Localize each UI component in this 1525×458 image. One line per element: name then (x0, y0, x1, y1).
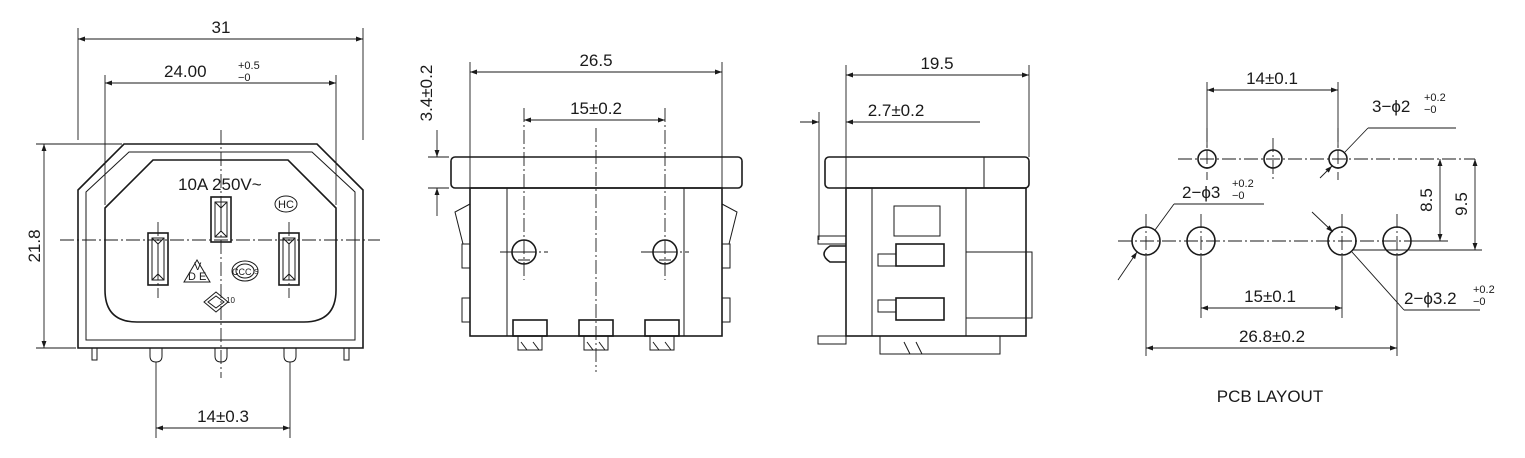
leader-large-hole (1311, 211, 1334, 233)
ccc-mark: CCC S (231, 260, 259, 282)
vde-mark: V D E (183, 259, 211, 283)
pcb-layout-caption: PCB LAYOUT (1217, 387, 1323, 406)
end-latch (823, 245, 846, 263)
ccc-text: CCC (232, 267, 252, 277)
front-view: 10A 250V~ HC V D E CCC S 10 31 24.00 (25, 18, 380, 438)
dim-width-inner-tol-minus: −0 (238, 72, 251, 84)
side-flange (450, 156, 743, 189)
mount-tab-left (91, 347, 98, 361)
dim-width-inner-tol-plus: +0.5 (238, 60, 260, 72)
pcb-mid-hole-tol-minus: −0 (1232, 190, 1245, 202)
dim-pcb-14-label: 14±0.1 (1246, 69, 1298, 88)
dim-pcb-15-label: 15±0.1 (1244, 287, 1296, 306)
end-view: 19.5 2.7±0.2 (800, 54, 1033, 355)
vde-d: D (188, 271, 196, 283)
end-terminal-top (895, 243, 945, 267)
leader-mid-hole (1154, 203, 1175, 231)
front-body-outline (77, 143, 364, 349)
dim-height-label: 21.8 (25, 229, 44, 262)
vde-e: E (199, 271, 206, 283)
end-body (845, 187, 1027, 337)
pcb-large-hole-tol-plus: +0.2 (1473, 284, 1495, 296)
cqc-mark: 10 (203, 291, 235, 313)
side-latch-right (721, 203, 738, 245)
end-pin (817, 335, 847, 345)
dim-end-flange-label: 2.7±0.2 (868, 101, 925, 120)
dim-pcb-26-label: 26.8±0.2 (1239, 327, 1305, 346)
ccc-s: S (254, 269, 259, 276)
end-bottom-terminal (879, 335, 1001, 355)
socket-recess (104, 159, 337, 323)
side-view: 26.5 15±0.2 3.4±0.2 (417, 51, 743, 372)
pin-left (149, 348, 163, 363)
pcb-hole-large-1 (1327, 226, 1357, 256)
end-flange (824, 156, 1030, 189)
cqc-text: 10 (226, 296, 235, 305)
pcb-small-hole-tol-plus: +0.2 (1424, 92, 1446, 104)
pcb-layout: 14±0.1 3−ϕ2 +0.2 −0 2−ϕ3 +0.2 −0 2−ϕ3.2 … (1117, 69, 1495, 406)
pcb-mid-hole-tol-plus: +0.2 (1232, 178, 1254, 190)
pcb-hole-small-1 (1197, 149, 1217, 169)
dim-end-depth-label: 19.5 (920, 54, 953, 73)
end-terminal-bottom (895, 297, 945, 321)
pcb-mid-hole-label: 2−ϕ3 (1182, 183, 1220, 202)
side-latch-left (454, 203, 471, 245)
end-window (893, 205, 941, 237)
vde-v: V (194, 261, 202, 273)
pcb-hole-small-3 (1328, 149, 1348, 169)
dim-width-total-label: 31 (212, 18, 231, 37)
dim-width-inner-main: 24.00 (164, 62, 207, 81)
leader-small-hole (1344, 127, 1369, 153)
pcb-hole-mid-2 (1186, 226, 1216, 256)
mount-tab-right (343, 347, 350, 361)
pcb-small-hole-tol-minus: −0 (1424, 104, 1437, 116)
pcb-hole-small-2 (1263, 149, 1283, 169)
pcb-hole-mid-1 (1131, 226, 1161, 256)
front-body-inner-outline (85, 151, 356, 341)
pcb-large-hole-label: 2−ϕ3.2 (1404, 289, 1457, 308)
dim-screw-pitch-label: 15±0.2 (570, 99, 622, 118)
hc-mark-text: HC (278, 199, 294, 211)
hc-mark-outline (274, 195, 298, 213)
dim-pcb-95-label: 9.5 (1452, 192, 1471, 216)
pcb-small-hole-label: 3−ϕ2 (1372, 97, 1410, 116)
pcb-hole-large-2 (1382, 226, 1412, 256)
dim-pin-pitch-label: 14±0.3 (197, 407, 249, 426)
pin-right (283, 348, 297, 363)
dim-side-width-label: 26.5 (579, 51, 612, 70)
dim-pcb-85-label: 8.5 (1417, 188, 1436, 212)
pcb-large-hole-tol-minus: −0 (1473, 296, 1486, 308)
rating-text: 10A 250V~ (178, 175, 262, 194)
dim-flange-label: 3.4±0.2 (417, 65, 436, 122)
